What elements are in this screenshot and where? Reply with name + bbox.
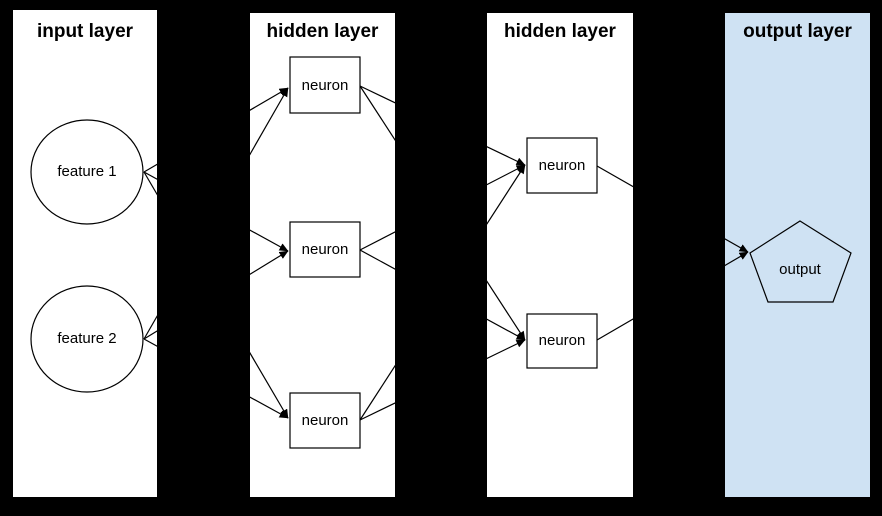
node-hidden1-neuron2-box (289, 221, 361, 278)
node-output-pentagon (749, 220, 852, 303)
panel-input-layer (13, 10, 157, 497)
panel-title-output-layer: output layer (743, 21, 852, 42)
panel-hidden-layer-2 (487, 13, 633, 497)
panel-title-hidden-layer-2: hidden layer (504, 21, 616, 42)
node-label-hidden2-neuron2: neuron (538, 332, 586, 349)
layer-panels (13, 10, 870, 497)
node-label-hidden2-neuron1: neuron (538, 157, 586, 174)
node-hidden1-neuron3-box (289, 392, 361, 449)
node-hidden2-neuron1-box (526, 137, 598, 194)
node-feature-1-circle (30, 119, 144, 225)
node-label-output: output (779, 261, 821, 278)
node-hidden2-neuron2-box (526, 313, 598, 369)
node-label-hidden1-neuron2: neuron (301, 241, 349, 258)
panel-output-layer (725, 13, 870, 497)
edges-group (143, 85, 749, 421)
node-label-hidden1-neuron3: neuron (301, 412, 349, 429)
node-label-feature-1: feature 1 (57, 163, 117, 180)
node-feature-2-circle (30, 285, 144, 393)
panel-title-hidden-layer-1: hidden layer (266, 21, 379, 42)
panel-title-input-layer: input layer (36, 21, 134, 42)
node-label-feature-2: feature 2 (57, 330, 117, 347)
node-label-hidden1-neuron1: neuron (301, 77, 349, 94)
nodes-group (30, 56, 852, 449)
node-hidden1-neuron1-box (289, 56, 361, 114)
